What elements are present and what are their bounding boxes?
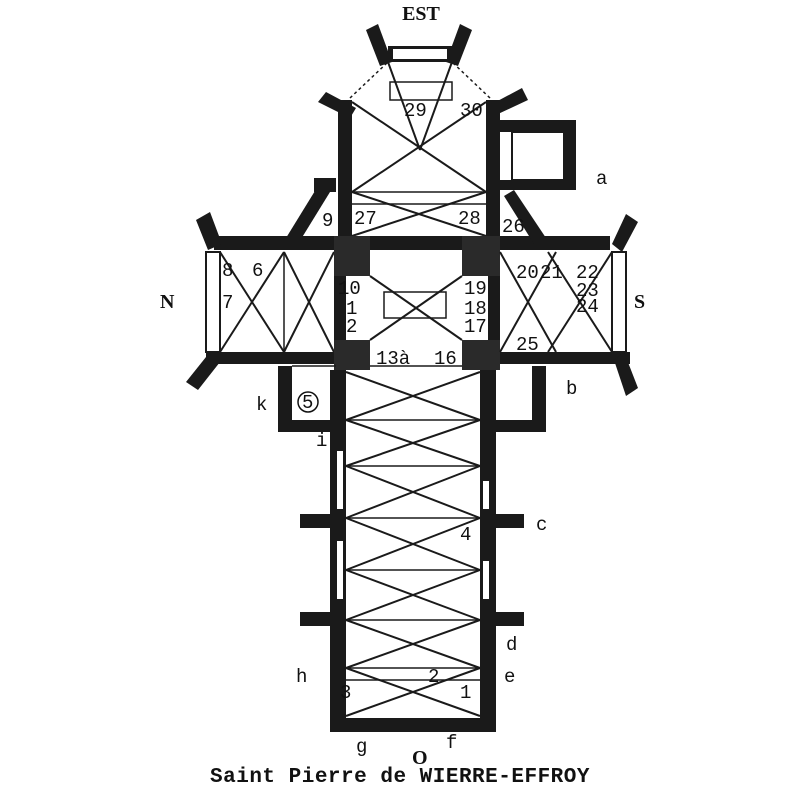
bay-number: 19 bbox=[464, 278, 487, 300]
bay-number: 16 bbox=[434, 348, 457, 370]
side-letter: b bbox=[566, 378, 577, 400]
side-letter: c bbox=[536, 514, 547, 536]
chapel-b bbox=[496, 366, 546, 432]
buttress-north-1 bbox=[300, 514, 332, 528]
orientation-north: N bbox=[160, 291, 175, 313]
orientation-west: O bbox=[412, 747, 428, 769]
side-letter: i bbox=[316, 430, 327, 452]
bay-number: 17 bbox=[464, 316, 487, 338]
choir-vault bbox=[351, 61, 487, 237]
side-letter: a bbox=[596, 168, 607, 190]
bay-number: 30 bbox=[460, 100, 483, 122]
south-diag-buttress bbox=[504, 190, 546, 244]
bay-number: 10 bbox=[338, 278, 361, 300]
bay-number: 21 bbox=[540, 262, 563, 284]
transept-east-wall bbox=[214, 236, 610, 250]
crossing-pier-se bbox=[462, 236, 500, 276]
side-letter: d bbox=[506, 634, 517, 656]
plan-caption: Saint Pierre de WIERRE-EFFROY bbox=[210, 766, 590, 789]
side-letter: h bbox=[296, 666, 307, 688]
bay-number: 3 bbox=[340, 682, 351, 704]
crossing-pier-nw bbox=[334, 340, 370, 370]
side-letter: e bbox=[504, 666, 515, 688]
buttress-d bbox=[494, 612, 524, 626]
bay-number: 4 bbox=[460, 524, 471, 546]
north-diag-buttress bbox=[286, 186, 330, 244]
bay-number: 20 bbox=[516, 262, 539, 284]
chapel-k bbox=[278, 365, 338, 432]
north-transept-arm bbox=[186, 251, 336, 390]
bay-number: 1 bbox=[460, 682, 471, 704]
tomb-marker-icon bbox=[297, 391, 319, 413]
apse bbox=[318, 24, 528, 118]
choir-south-wall bbox=[486, 100, 500, 240]
bay-number: 25 bbox=[516, 334, 539, 356]
choir-north-wall bbox=[338, 100, 352, 240]
nave-vaults bbox=[345, 371, 481, 717]
bay-number: 1 bbox=[346, 298, 357, 320]
north-buttress-ne bbox=[196, 212, 222, 250]
bay-number: 27 bbox=[354, 208, 377, 230]
bay-number: 28 bbox=[458, 208, 481, 230]
bay-number: 8 bbox=[222, 260, 233, 282]
buttress-c bbox=[494, 514, 524, 528]
bay-number: 18 bbox=[464, 298, 487, 320]
bay-number: 9 bbox=[322, 210, 333, 232]
annex-a bbox=[500, 120, 576, 190]
crossing-vault bbox=[369, 275, 463, 341]
side-letter: f bbox=[446, 732, 457, 754]
bay-number: 23 bbox=[576, 280, 599, 302]
bay-number: 5 bbox=[302, 392, 313, 414]
bay-number: 24 bbox=[576, 296, 599, 318]
south-transept-arm bbox=[499, 251, 638, 396]
bay-number: 6 bbox=[252, 260, 263, 282]
west-facade bbox=[330, 718, 496, 732]
south-buttress-se bbox=[612, 214, 638, 252]
orientation-east: EST bbox=[402, 3, 440, 25]
bay-number: 13à bbox=[376, 348, 410, 370]
crossing-pier-sw bbox=[462, 340, 500, 370]
side-letter: g bbox=[356, 736, 367, 758]
crossing-pier-ne bbox=[334, 236, 370, 276]
bay-number: 2 bbox=[346, 316, 357, 338]
buttress-north-2 bbox=[300, 612, 332, 626]
side-letter: k bbox=[256, 394, 267, 416]
orientation-south: S bbox=[634, 291, 645, 313]
bay-number: 26 bbox=[502, 216, 525, 238]
bay-number: 22 bbox=[576, 262, 599, 284]
bay-number: 2 bbox=[428, 666, 439, 688]
bay-number: 29 bbox=[404, 100, 427, 122]
nave-south-wall bbox=[480, 370, 496, 732]
bay-number: 7 bbox=[222, 292, 233, 314]
